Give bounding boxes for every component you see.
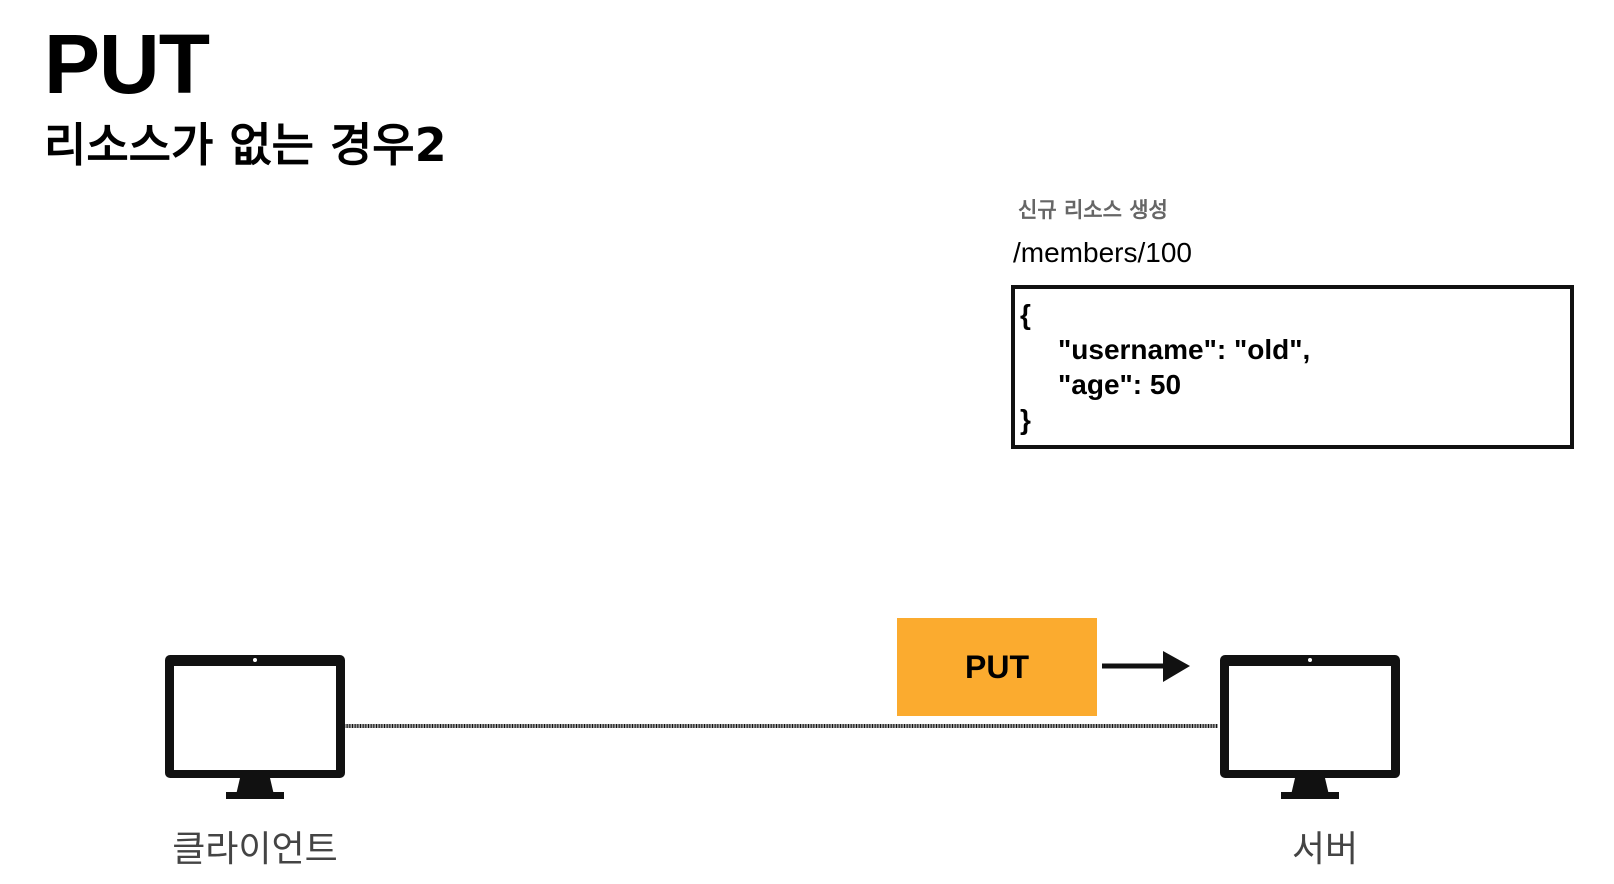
json-open-brace: { — [1020, 299, 1031, 330]
request-arrow-icon — [1102, 651, 1190, 682]
server-computer-icon — [1220, 655, 1400, 799]
new-resource-note: 신규 리소스 생성 — [1018, 198, 1168, 222]
json-age-line: "age": 50 — [1058, 369, 1182, 400]
client-label: 클라이언트 — [172, 829, 338, 870]
client-computer-icon — [165, 655, 345, 799]
resource-path: /members/100 — [1013, 237, 1192, 268]
resource-json-box: { "username": "old", "age": 50} — [1011, 285, 1574, 449]
json-close-brace: } — [1020, 404, 1031, 435]
slide-subtitle: 리소스가 없는 경우2 — [44, 118, 447, 172]
server-label: 서버 — [1291, 829, 1359, 870]
json-username-line: "username": "old", — [1058, 334, 1311, 365]
put-request-box: PUT — [897, 618, 1097, 716]
slide-title: PUT — [44, 17, 210, 111]
put-request-label: PUT — [965, 648, 1029, 685]
